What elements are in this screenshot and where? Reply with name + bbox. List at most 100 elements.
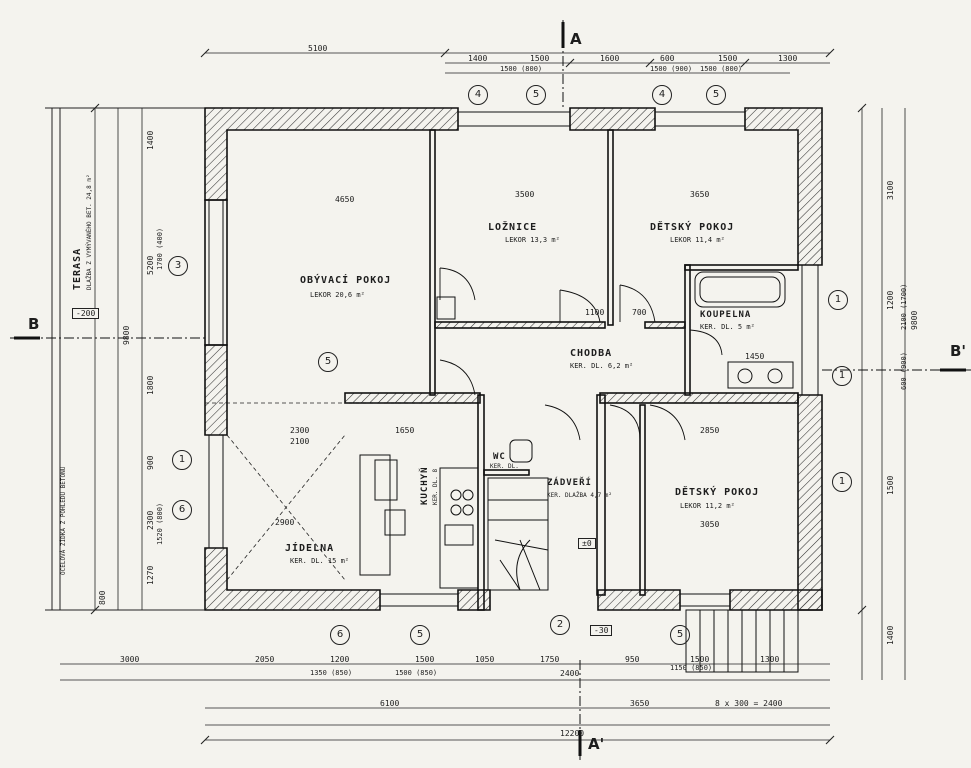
dim-right: 9800 — [910, 310, 919, 330]
room-name-wc: WC — [493, 452, 506, 462]
dim-top: 1600 — [600, 54, 620, 63]
dim-bottom-3: 3650 — [630, 699, 650, 708]
room-name-jidelna: JÍDELNA — [285, 543, 335, 554]
dim-right: 600 (900) — [900, 352, 908, 390]
dim-top: 600 — [660, 54, 675, 63]
axis-marker: 6 — [172, 500, 192, 520]
room-name-chodba: CHODBA — [570, 348, 613, 359]
dim-left: 9800 — [122, 325, 131, 345]
dashed-construction-lines — [205, 402, 480, 581]
dim-right: 1400 — [886, 625, 895, 645]
dim-left: 2300 — [146, 510, 155, 530]
level-entry: ±0 — [578, 538, 596, 549]
dim-left: 1700 (400) — [156, 227, 164, 270]
dim-left: 1270 — [146, 565, 155, 585]
dim-top-sub: 1500 (900) — [650, 65, 693, 73]
dim-bottom: 3000 — [120, 655, 140, 664]
axis-marker: 4 — [652, 85, 672, 105]
axis-marker: 4 — [468, 85, 488, 105]
dim-room: 3500 — [515, 190, 535, 199]
room-area-chodba: KER. DL. 6,2 m² — [570, 362, 634, 370]
dim-room: 700 — [632, 308, 647, 317]
room-area-koupelna: KER. DL. 5 m² — [700, 323, 755, 331]
room-name-zadveri: ZÁDVEŘÍ — [547, 478, 592, 488]
dim-top: 1300 — [778, 54, 798, 63]
bathroom-fixtures — [436, 271, 794, 463]
room-area-wc: KER. DL. — [490, 463, 519, 470]
dim-bottom: 1300 — [760, 655, 780, 664]
room-area-jidelna: KER. DL. 15 m² — [290, 557, 350, 565]
dim-top: 1400 — [468, 54, 488, 63]
dim-right: 3100 — [886, 180, 895, 200]
dim-room: 1100 — [585, 308, 605, 317]
dim-room: 1650 — [395, 426, 415, 435]
axis-marker: 6 — [330, 625, 350, 645]
section-a-top: A — [570, 30, 582, 48]
kitchen-counter — [359, 454, 479, 589]
dim-bottom: 1500 — [690, 655, 710, 664]
axis-marker: 3 — [168, 256, 188, 276]
dim-bottom: 1750 — [540, 655, 560, 664]
dim-room: 3650 — [690, 190, 710, 199]
level-terrace: -200 — [72, 308, 100, 319]
axis-marker: 5 — [706, 85, 726, 105]
dim-top: 1500 — [530, 54, 550, 63]
dim-left: 1400 — [146, 130, 155, 150]
room-area-obyvaci: LEKOR 20,6 m² — [310, 291, 365, 299]
terrace-note: DLAŽBA Z VYMÝVANÉHO BET. 24,8 m² — [86, 174, 93, 290]
dim-right: 1500 — [886, 475, 895, 495]
dim-left: 1800 — [146, 375, 155, 395]
terrace-name: TERASA — [72, 247, 83, 290]
dim-room: 2100 — [290, 437, 310, 446]
dim-bottom-3: 8 x 300 = 2400 — [715, 699, 783, 708]
dim-bottom-sub: 1350 (850) — [310, 669, 353, 677]
dim-room: 2900 — [275, 518, 295, 527]
room-area-detsky-1: LEKOR 11,4 m² — [670, 236, 725, 244]
dim-bottom-sub: 1150 (850) — [670, 664, 713, 672]
dimension-lines — [60, 48, 906, 745]
dim-room: 2850 — [700, 426, 720, 435]
windows — [208, 111, 819, 607]
axis-marker: 1 — [828, 290, 848, 310]
dim-room: 4650 — [335, 195, 355, 204]
dim-left: 800 — [98, 590, 107, 605]
axis-marker: 1 — [832, 366, 852, 386]
dim-room: 1450 — [745, 352, 765, 361]
dim-bottom-3: 6100 — [380, 699, 400, 708]
room-area-detsky-2: LEKOR 11,2 m² — [680, 502, 735, 510]
room-name-kuchyn: KUCHYŇ — [420, 466, 430, 505]
dim-top-sub: 1500 (800) — [500, 65, 543, 73]
dim-top: 5100 — [308, 44, 328, 53]
axis-marker: 2 — [550, 615, 570, 635]
staircase — [487, 477, 799, 673]
room-name-koupelna: KOUPELNA — [700, 310, 752, 320]
section-b-right: B' — [950, 342, 967, 360]
axis-marker: 5 — [318, 352, 338, 372]
room-area-loznice: LEKOR 13,3 m² — [505, 236, 560, 244]
section-b-left: B — [28, 315, 40, 333]
section-a-bottom: A' — [588, 735, 605, 753]
dim-bottom: 1500 — [415, 655, 435, 664]
axis-marker: 5 — [526, 85, 546, 105]
terrace-outline — [45, 107, 205, 611]
dim-bottom: 950 — [625, 655, 640, 664]
dim-room: 2300 — [290, 426, 310, 435]
room-area-kuchyn: KER. DL. 8 — [432, 468, 439, 505]
terrace-railing-note: OCELOVÁ ZÍDKA Z POHLEDU BETONU — [60, 466, 67, 575]
dim-right: 2100 (1700) — [900, 283, 908, 330]
dim-total: 12200 — [560, 729, 585, 738]
dim-left: 1520 (800) — [156, 502, 164, 545]
axis-marker: 1 — [832, 472, 852, 492]
room-name-obyvaci: OBÝVACÍ POKOJ — [300, 275, 392, 286]
room-area-zadveri: KER. DLAŽBA 4,7 m² — [547, 492, 613, 499]
dim-left: 5200 — [146, 255, 155, 275]
axis-marker: 5 — [670, 625, 690, 645]
dim-bottom: 2050 — [255, 655, 275, 664]
room-name-detsky-2: DĚTSKÝ POKOJ — [675, 487, 760, 498]
dim-bottom: 1050 — [475, 655, 495, 664]
interior-walls — [344, 129, 799, 611]
dim-left: 900 — [146, 455, 155, 470]
section-cut-marks — [14, 22, 966, 756]
